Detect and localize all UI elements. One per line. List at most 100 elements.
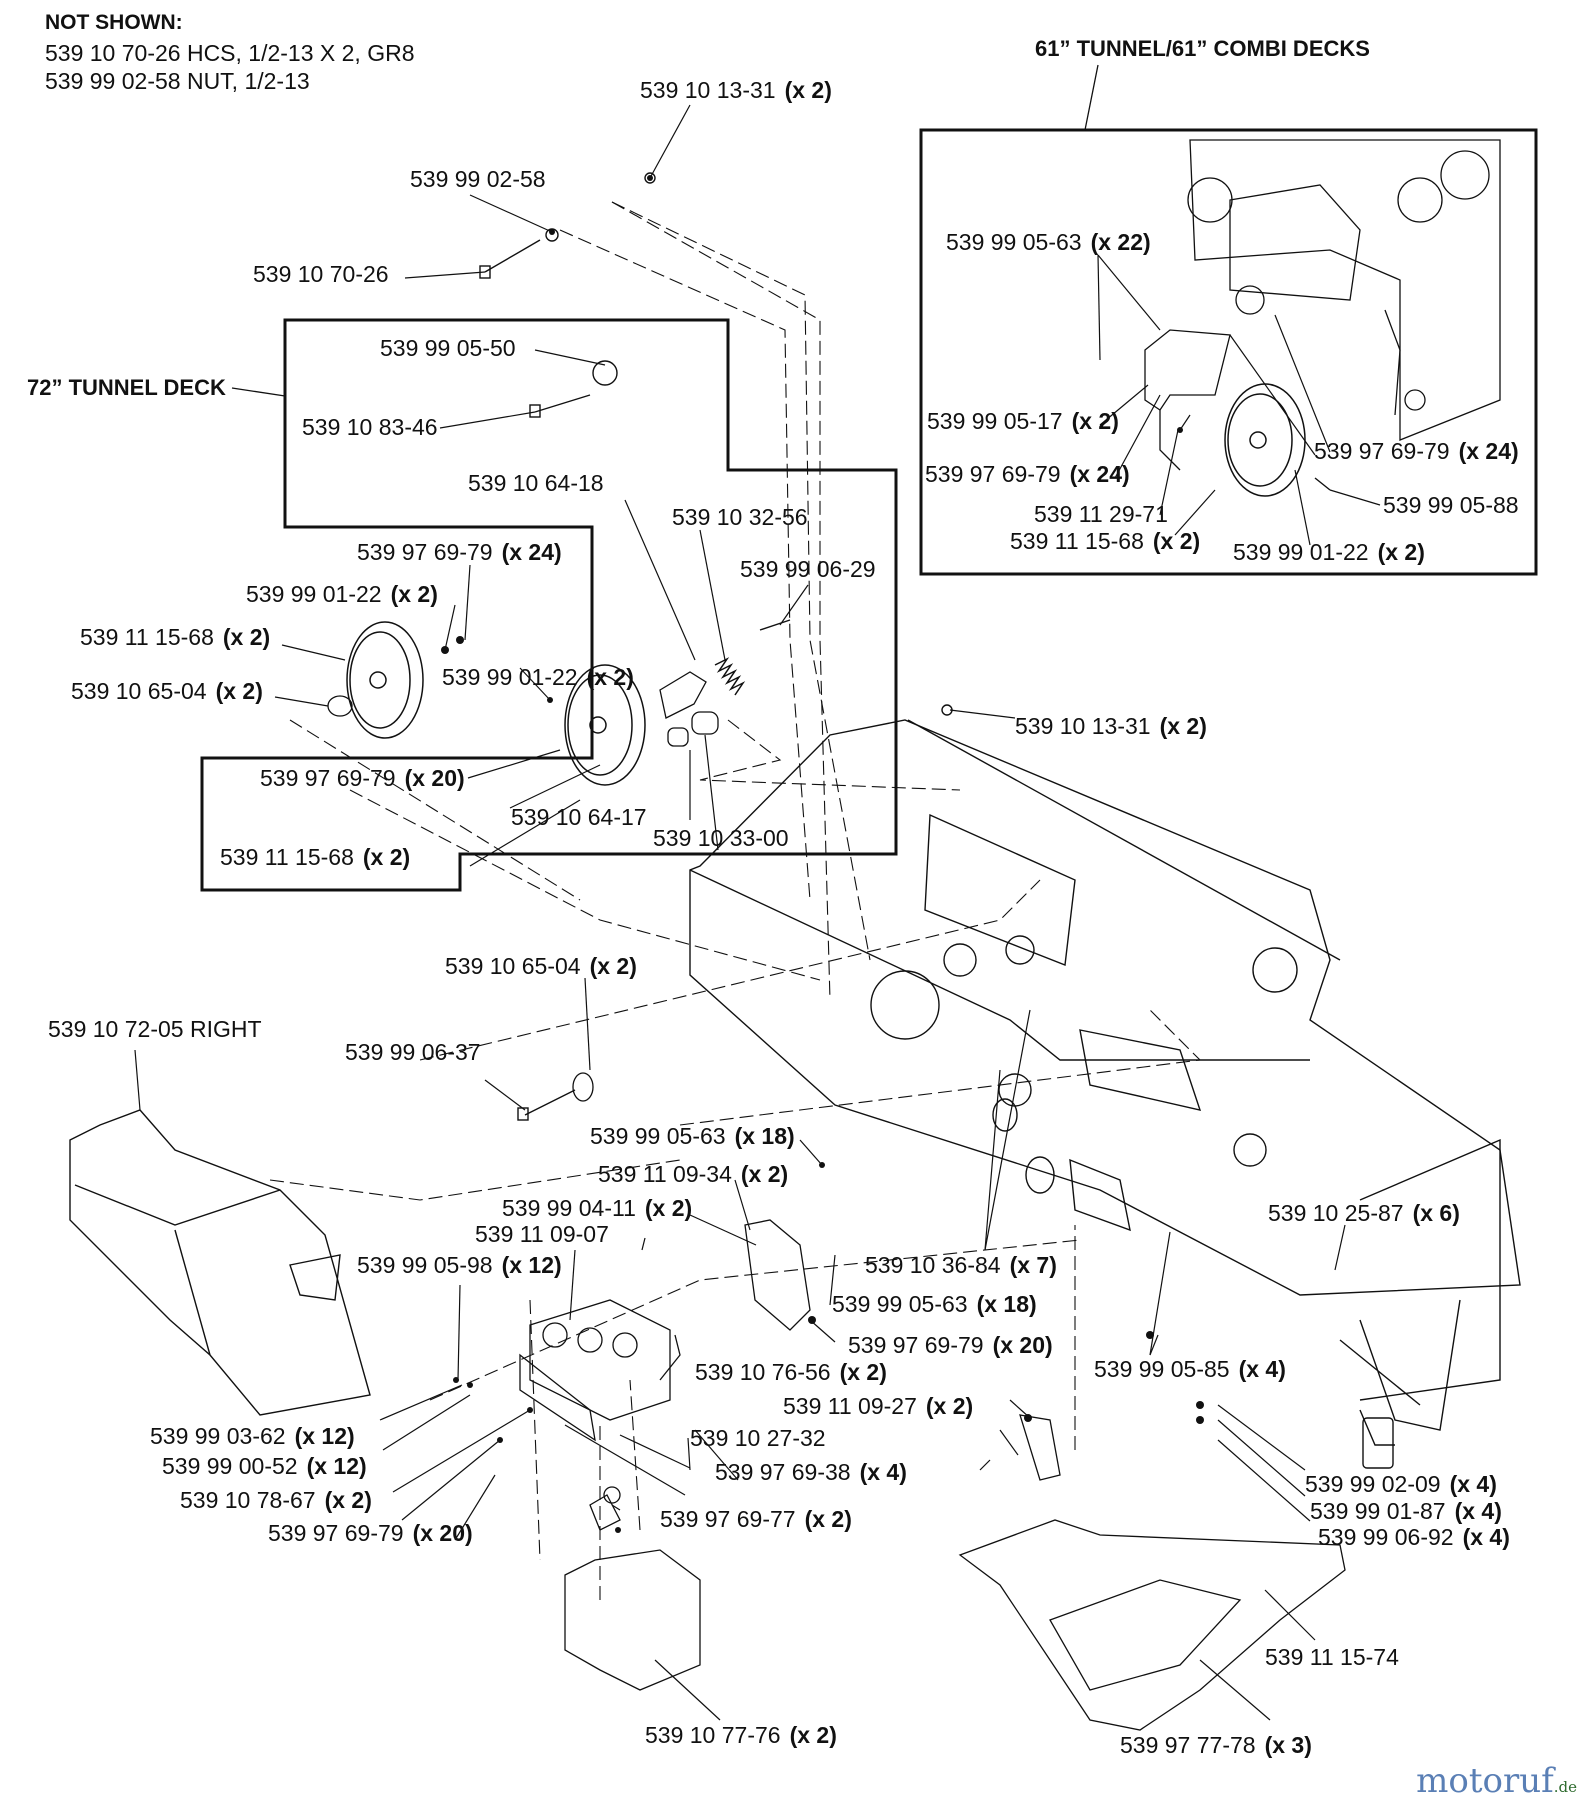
part-number: 539 97 69-79 xyxy=(848,1332,984,1358)
callout: 539 97 69-79 (x 20) xyxy=(848,1334,1053,1357)
part-number: 539 11 09-27 xyxy=(783,1393,917,1419)
part-number: 539 97 69-77 xyxy=(660,1506,796,1532)
part-number: 539 99 06-92 xyxy=(1318,1524,1454,1550)
callout: 539 10 27-32 xyxy=(690,1427,826,1450)
callout: 539 10 33-00 xyxy=(653,827,789,850)
section-header-72-tunnel: 72” TUNNEL DECK xyxy=(27,375,226,400)
quantity: (x 2) xyxy=(586,664,634,690)
part-number: 539 10 13-31 xyxy=(1015,713,1151,739)
brackets xyxy=(519,1219,1346,1731)
callout: 539 99 05-63 (x 22) xyxy=(946,231,1151,254)
part-number: 539 10 36-84 xyxy=(865,1252,1001,1278)
callout: 539 99 00-52(x 12) xyxy=(162,1455,367,1478)
callout: 539 10 65-04(x 2) xyxy=(71,680,263,703)
quantity: (x 2) xyxy=(740,1161,789,1187)
quantity: (x 24) xyxy=(1069,461,1130,487)
quantity: (x 20) xyxy=(992,1332,1053,1358)
part-number: 539 99 02-58 xyxy=(410,166,546,192)
part-number: 539 10 13-31 xyxy=(640,77,776,103)
callout: 539 99 03-62(x 12) xyxy=(150,1425,355,1448)
quantity: (x 22) xyxy=(1090,229,1151,255)
callout: 539 11 29-71 xyxy=(1034,503,1168,526)
quantity: (x 4) xyxy=(1449,1471,1497,1497)
quantity: (x 24) xyxy=(1458,438,1519,464)
watermark-logo: motoruf.de xyxy=(1416,1764,1577,1798)
part-number: 539 99 05-88 xyxy=(1383,492,1519,518)
callout: 539 99 05-17(x 2) xyxy=(927,410,1119,433)
quantity: (x 12) xyxy=(501,1252,562,1278)
part-number: 539 99 01-22 xyxy=(1233,539,1369,565)
callout: 539 97 69-38 (x 4) xyxy=(715,1461,907,1484)
quantity: (x 18) xyxy=(734,1123,795,1149)
part-number: 539 99 05-63 xyxy=(832,1291,968,1317)
callout: 539 99 04-11(x 2) xyxy=(502,1197,692,1220)
tunnel-61-box xyxy=(919,128,1538,576)
callout: 539 10 70-26 xyxy=(253,263,389,286)
not-shown-line: 539 99 02-58 NUT, 1/2-13 xyxy=(45,68,310,94)
quantity: (x 2) xyxy=(362,844,411,870)
callout: 539 11 09-34 (x 2) xyxy=(598,1163,788,1186)
main-frame xyxy=(689,719,1521,1469)
quantity: (x 2) xyxy=(222,624,271,650)
pulley-61 xyxy=(1224,383,1306,497)
quantity: (x 20) xyxy=(404,765,465,791)
washer-left xyxy=(327,695,353,717)
quantity: (x 2) xyxy=(804,1506,852,1532)
callout: 539 99 02-09(x 4) xyxy=(1305,1473,1497,1496)
idler-arm xyxy=(659,671,707,719)
callout: 539 97 69-79(x 24) xyxy=(925,463,1130,486)
callout: 539 10 83-46 xyxy=(302,416,438,439)
quantity: (x 4) xyxy=(859,1459,907,1485)
part-number: 539 11 15-74 xyxy=(1265,1644,1399,1670)
section-header-61-tunnel: 61” TUNNEL/61” COMBI DECKS xyxy=(1035,36,1370,61)
part-number: 539 11 15-68 xyxy=(80,624,214,650)
quantity: (x 2) xyxy=(789,1722,837,1748)
callout: 539 97 77-78(x 3) xyxy=(1120,1734,1312,1757)
quantity: (x 12) xyxy=(294,1423,355,1449)
part-number: 539 99 01-22 xyxy=(246,581,382,607)
callout: 539 10 32-56 xyxy=(672,506,808,529)
callout: 539 10 13-31(x 2) xyxy=(1015,715,1207,738)
quantity: (x 6) xyxy=(1412,1200,1460,1226)
part-number: 539 10 27-32 xyxy=(690,1425,826,1451)
quantity: (x 20) xyxy=(412,1520,473,1546)
callout: 539 11 15-68(x 2) xyxy=(220,846,410,869)
callout: 539 10 25-87(x 6) xyxy=(1268,1202,1460,1225)
callout: 539 99 05-63(x 18) xyxy=(590,1125,795,1148)
quantity: (x 12) xyxy=(306,1453,367,1479)
part-number: 539 99 06-29 xyxy=(740,556,876,582)
callout: 539 99 01-22(x 2) xyxy=(1233,541,1425,564)
callout: 539 10 78-67(x 2) xyxy=(180,1489,372,1512)
part-number: 539 11 15-68 xyxy=(1010,528,1144,554)
part-number: 539 97 69-79 xyxy=(260,765,396,791)
part-number: 539 99 05-63 xyxy=(946,229,1082,255)
quantity: (x 2) xyxy=(589,953,637,979)
callout: 539 99 06-37 xyxy=(345,1041,481,1064)
idler-bushing xyxy=(691,711,719,735)
quantity: (x 3) xyxy=(1264,1732,1312,1758)
part-number: 539 97 69-38 xyxy=(715,1459,851,1485)
callout: 539 10 65-04(x 2) xyxy=(445,955,637,978)
part-number: 539 10 70-26 xyxy=(253,261,389,287)
part-number: 539 10 78-67 xyxy=(180,1487,316,1513)
washer-center xyxy=(572,1072,594,1102)
callout: 539 99 06-92(x 4) xyxy=(1318,1526,1510,1549)
part-number: 539 11 29-71 xyxy=(1034,501,1168,527)
part-number: 539 11 09-34 xyxy=(598,1161,732,1187)
part-number: 539 99 04-11 xyxy=(502,1195,636,1221)
callout: 539 99 05-85(x 4) xyxy=(1094,1358,1286,1381)
part-number: 539 10 72-05 RIGHT xyxy=(48,1016,262,1042)
quantity: (x 2) xyxy=(1071,408,1119,434)
callout: 539 11 15-74 xyxy=(1265,1646,1399,1669)
part-number: 539 97 69-79 xyxy=(1314,438,1450,464)
not-shown-title: NOT SHOWN: xyxy=(45,11,183,34)
callout: 539 99 06-29 xyxy=(740,558,876,581)
pulley-center xyxy=(564,664,646,786)
callout: 539 97 69-79 (x 20) xyxy=(260,767,465,790)
quantity: (x 2) xyxy=(1152,528,1201,554)
part-number: 539 10 64-17 xyxy=(511,804,647,830)
watermark-brand: motoruf xyxy=(1416,1761,1554,1800)
callout: 539 11 09-27(x 2) xyxy=(783,1395,973,1418)
quantity: (x 2) xyxy=(784,77,832,103)
quantity: (x 18) xyxy=(976,1291,1037,1317)
